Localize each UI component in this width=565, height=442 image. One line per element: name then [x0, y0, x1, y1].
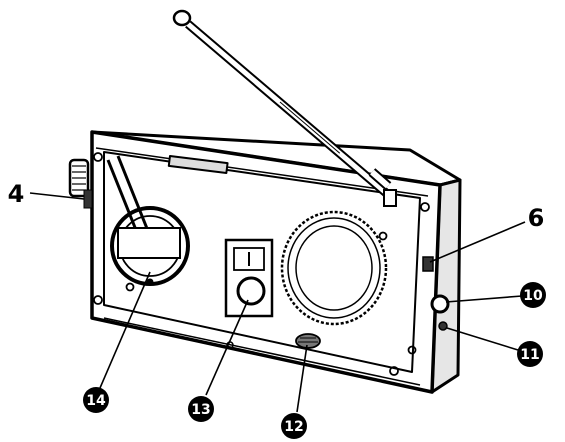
leader-4 [29, 192, 85, 200]
top-edge-line [95, 147, 429, 197]
screw-icon [389, 366, 399, 376]
callout-4: 4 [8, 180, 25, 208]
side-jack-11 [438, 321, 448, 331]
leader-13 [205, 299, 249, 396]
leader-lines [29, 192, 526, 413]
leader-14 [99, 271, 151, 389]
screw-icon [407, 345, 417, 355]
callout-badge [188, 396, 214, 422]
bottom-frame-line [103, 317, 421, 386]
callout-label-13: 13 [191, 402, 210, 418]
battery-cover-button [236, 276, 266, 306]
tuning-knob [68, 158, 93, 209]
callout-badge [517, 341, 543, 367]
callout-14: 14 [83, 387, 109, 413]
side-jack-6 [422, 256, 434, 272]
leader-6 [429, 221, 526, 263]
telescopic-antenna [172, 9, 397, 207]
callout-10: 10 [520, 282, 546, 308]
callout-13: 13 [188, 396, 214, 422]
leader-12 [296, 344, 308, 413]
callout-11: 11 [517, 341, 543, 367]
screw-icon [93, 295, 103, 305]
callout-12: 12 [281, 413, 307, 439]
leader-11 [446, 327, 519, 351]
speaker-grille [280, 210, 388, 326]
rear-inner-panel [103, 151, 421, 373]
callout-label-4: 4 [8, 180, 25, 208]
leader-10 [445, 295, 523, 303]
callout-label-11: 11 [520, 347, 539, 363]
callout-label-6: 6 [528, 204, 545, 232]
side-controls [422, 256, 450, 331]
callout-badge [83, 387, 109, 413]
callout-label-10: 10 [523, 288, 543, 304]
screw-icon [125, 282, 135, 292]
screw-icon [420, 202, 430, 212]
battery-compartment [224, 238, 274, 318]
strap-ring [106, 155, 190, 286]
screw-icon [93, 152, 103, 162]
callout-label-12: 12 [284, 419, 303, 435]
callout-label-14: 14 [86, 393, 106, 409]
screw-icon [378, 231, 388, 241]
radio-body [90, 130, 462, 394]
callout-badge [281, 413, 307, 439]
callout-badge [520, 282, 546, 308]
callout-6: 6 [528, 204, 545, 232]
bottom-thumb-wheel [295, 333, 321, 349]
side-switch-10 [430, 294, 450, 314]
top-slider-slot [167, 154, 229, 174]
